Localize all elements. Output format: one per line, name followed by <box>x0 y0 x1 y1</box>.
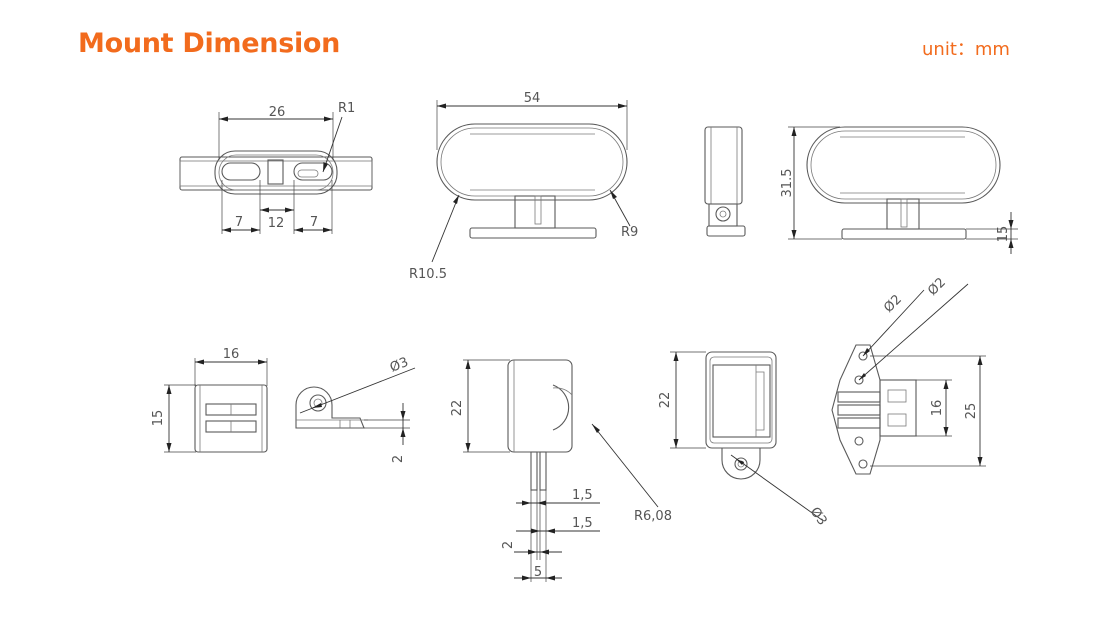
dim-1-5-a: 1,5 <box>572 488 593 503</box>
dim-r9: R9 <box>621 225 638 240</box>
front-view-height: 31.5 15 <box>780 126 1018 254</box>
top-view: 26 R1 7 12 7 <box>179 101 373 234</box>
unit-label: unit：mm <box>922 39 1010 60</box>
dim-25: 25 <box>964 403 979 420</box>
dim-22-a: 22 <box>450 400 465 417</box>
page-title: Mount Dimension <box>78 28 341 59</box>
dim-31-5: 31.5 <box>780 169 795 198</box>
dim-12: 12 <box>268 216 285 231</box>
plug-front-view: 22 Ø3 <box>658 351 830 529</box>
connector-front-view: 16 15 <box>151 347 268 453</box>
dim-5: 5 <box>534 565 542 580</box>
clip-profile-view: Ø3 2 <box>295 355 416 463</box>
dim-phi2-b: Ø2 <box>925 275 949 299</box>
dim-22-b: 22 <box>658 392 673 409</box>
dim-7-left: 7 <box>235 215 243 230</box>
bracket-side-view: Ø2 Ø2 16 25 <box>831 275 986 475</box>
dim-16-b: 16 <box>930 400 945 417</box>
dim-1-5-b: 1,5 <box>572 516 593 531</box>
dim-15: 15 <box>151 410 166 427</box>
dim-phi3-b: Ø3 <box>807 505 830 529</box>
dim-2-a: 2 <box>391 455 406 463</box>
dim-7-right: 7 <box>310 215 318 230</box>
dim-r6-08: R6,08 <box>634 509 672 524</box>
dim-r10-5: R10.5 <box>409 267 447 282</box>
front-view: 54 R9 R10.5 <box>409 91 638 282</box>
side-view-small <box>704 126 746 237</box>
dim-phi2-a: Ø2 <box>881 292 905 316</box>
dim-r1: R1 <box>338 101 355 116</box>
dim-2-b: 2 <box>501 541 516 549</box>
dim-16: 16 <box>223 347 240 362</box>
plug-side-view: 22 R6,08 1,5 1,5 2 5 <box>450 359 672 582</box>
dim-54: 54 <box>524 91 541 106</box>
dim-26: 26 <box>269 105 286 120</box>
dim-1-5-height: 15 <box>996 226 1011 243</box>
dim-phi3-a: Ø3 <box>388 355 411 376</box>
